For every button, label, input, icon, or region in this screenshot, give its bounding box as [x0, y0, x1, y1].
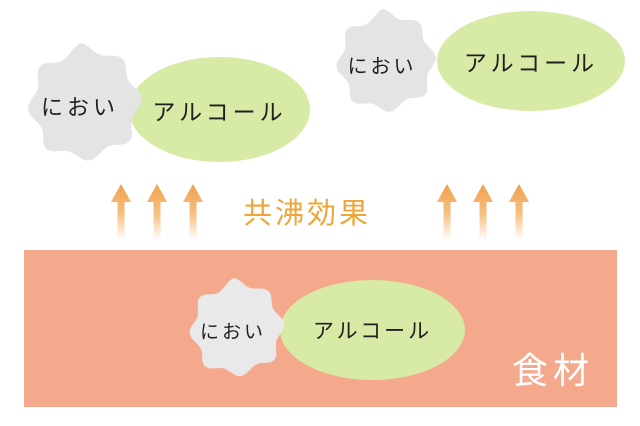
odor-burst-in-substrate: におい: [176, 277, 290, 384]
alcohol-ellipse-upper-right: アルコール: [437, 11, 625, 111]
alcohol-label: アルコール: [312, 319, 433, 343]
alcohol-ellipse-in-substrate: アルコール: [280, 280, 465, 380]
odor-label: におい: [40, 95, 119, 120]
odor-burst-upper-left: におい: [13, 42, 147, 170]
odor-burst-upper-right: におい: [322, 8, 442, 120]
substrate-label: 食材: [512, 351, 595, 391]
starburst-icon: [189, 278, 285, 377]
starburst-icon: [28, 43, 142, 161]
vapor-arrow-right-1: [437, 184, 457, 240]
odor-label: におい: [199, 322, 266, 343]
vapor-arrow-left-2: [147, 184, 167, 240]
vapor-arrow-right-3: [509, 184, 529, 240]
starburst-icon: [336, 9, 436, 112]
alcohol-label: アルコール: [152, 99, 287, 125]
effect-caption: 共沸効果: [243, 198, 372, 230]
alcohol-ellipse-upper-left: アルコール: [129, 57, 310, 162]
odor-label: におい: [347, 55, 417, 78]
vapor-arrow-right-2: [473, 184, 493, 240]
vapor-arrow-left-3: [183, 184, 203, 240]
alcohol-label: アルコール: [463, 51, 599, 76]
vapor-arrow-left-1: [111, 184, 131, 240]
